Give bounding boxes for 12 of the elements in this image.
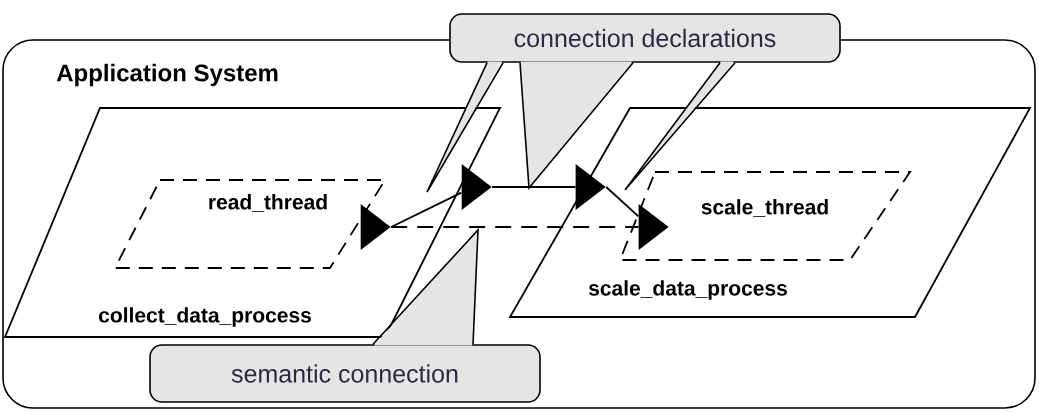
leader-line	[519, 61, 634, 191]
port-triangle	[360, 204, 391, 250]
connection-line	[491, 186, 577, 188]
connection-line	[390, 191, 463, 228]
callout-box: semantic connection	[149, 344, 541, 403]
leader-line	[372, 227, 479, 346]
connection-line	[605, 186, 640, 218]
callout-box: connection declarations	[449, 13, 841, 63]
port-triangle	[638, 204, 669, 250]
port-triangle	[575, 164, 606, 210]
port-triangle	[461, 164, 492, 210]
connection-line	[390, 226, 640, 228]
